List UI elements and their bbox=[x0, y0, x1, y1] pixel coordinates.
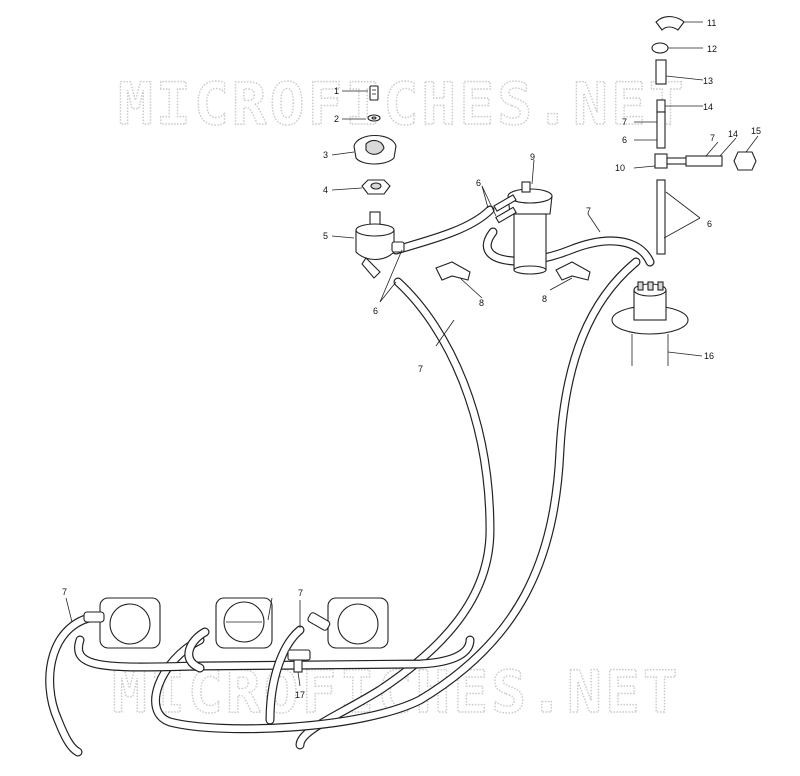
callout-6-fuel-filter: 6 bbox=[476, 178, 481, 188]
part-8-clip-right bbox=[555, 261, 591, 281]
callout-6-vent-clamps: 6 bbox=[707, 219, 712, 229]
callout-4: 4 bbox=[323, 185, 328, 195]
callout-6-filter: 6 bbox=[373, 306, 378, 316]
watermark-top: MICROFICHES.NET bbox=[118, 70, 687, 138]
callout-11: 11 bbox=[707, 18, 716, 28]
callout-13: 13 bbox=[703, 76, 713, 86]
leader-lines bbox=[65, 21, 759, 687]
carburetor-right bbox=[307, 597, 389, 649]
part-3-cap bbox=[353, 134, 397, 165]
callout-labels: 1 2 3 4 5 6 6 6 6 7 7 7 7 7 7 8 8 9 10 1… bbox=[62, 18, 761, 700]
part-5-fuel-filter-housing bbox=[355, 211, 405, 279]
callout-17: 17 bbox=[295, 690, 305, 700]
carburetor-center bbox=[215, 597, 273, 649]
part-9-fuel-filter bbox=[493, 181, 553, 275]
callout-7-long-hose: 7 bbox=[418, 364, 423, 374]
callout-7-center: 7 bbox=[298, 588, 303, 598]
callout-7-pump-hose: 7 bbox=[586, 206, 591, 216]
callout-8-left: 8 bbox=[479, 298, 484, 308]
callout-7-left: 7 bbox=[62, 587, 67, 597]
callout-10: 10 bbox=[615, 163, 625, 173]
callout-5: 5 bbox=[323, 231, 328, 241]
callout-7-vent-hose: 7 bbox=[622, 117, 627, 127]
part-4-nut bbox=[361, 179, 391, 195]
part-17-t-fitting bbox=[287, 649, 311, 673]
callout-8-right: 8 bbox=[542, 294, 547, 304]
callout-1: 1 bbox=[334, 86, 339, 96]
callout-6-vent: 6 bbox=[622, 135, 627, 145]
part-8-clip-left bbox=[435, 261, 471, 281]
callout-14-side: 14 bbox=[728, 129, 738, 139]
callout-3: 3 bbox=[323, 150, 328, 160]
callout-15: 15 bbox=[751, 126, 761, 136]
carburetor-left bbox=[83, 597, 161, 649]
callout-9: 9 bbox=[530, 152, 535, 162]
callout-14-vent: 14 bbox=[703, 102, 713, 112]
callout-12: 12 bbox=[707, 44, 717, 54]
callout-7-vent-side: 7 bbox=[710, 133, 715, 143]
hoses bbox=[45, 205, 655, 757]
vent-line-assembly bbox=[651, 16, 757, 255]
callout-16: 16 bbox=[704, 351, 714, 361]
part-1-screw bbox=[369, 85, 379, 101]
part-2-washer bbox=[367, 114, 381, 122]
part-16-fuel-tank-flange bbox=[611, 281, 689, 366]
callout-2: 2 bbox=[334, 114, 339, 124]
